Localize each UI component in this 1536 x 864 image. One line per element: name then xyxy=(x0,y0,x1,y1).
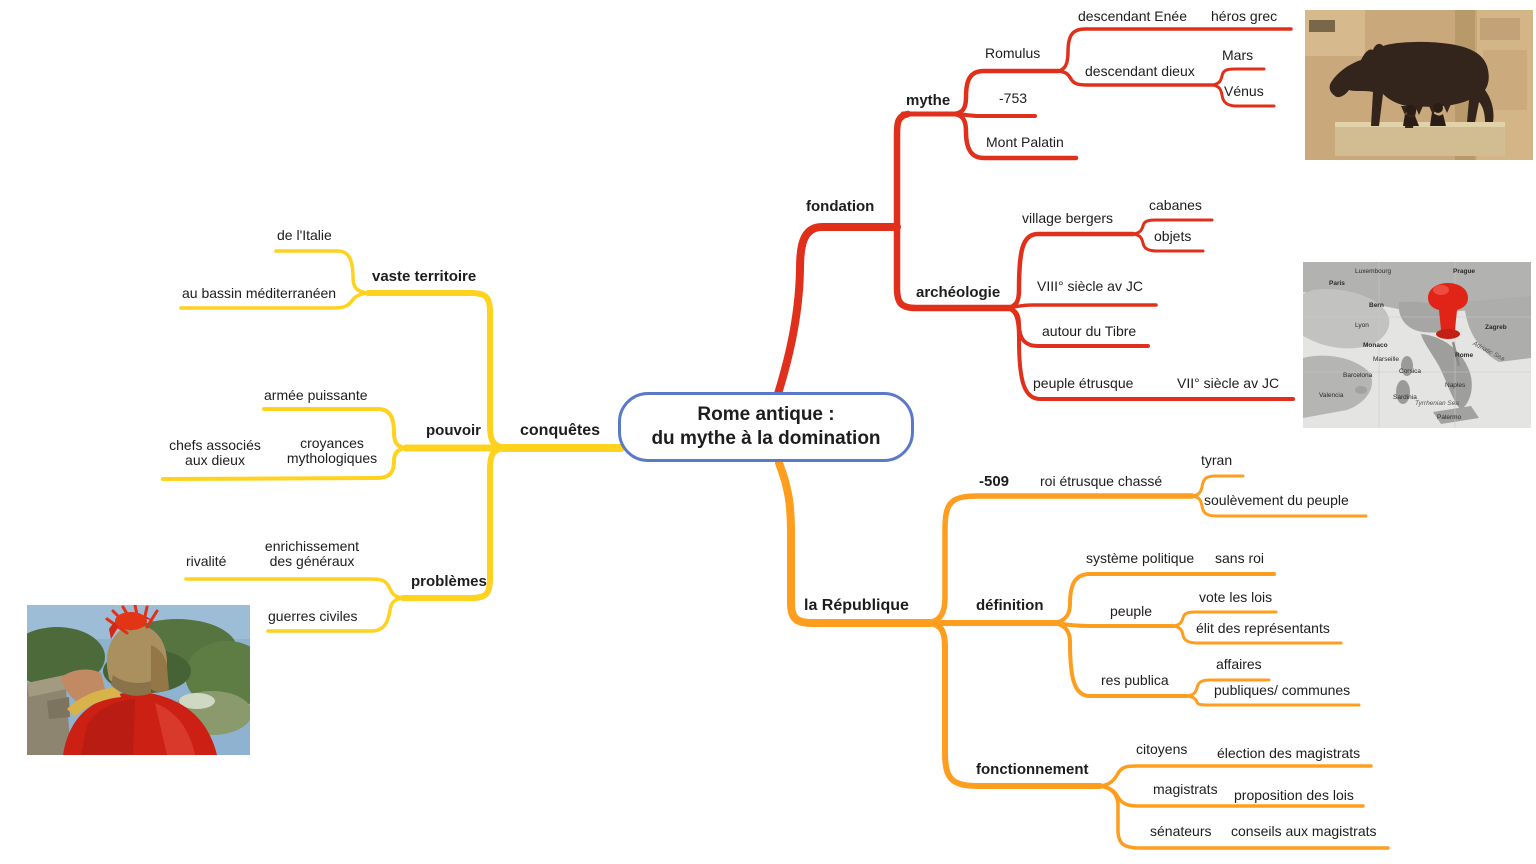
node-cabanes[interactable]: cabanes xyxy=(1149,197,1202,213)
node-soulevement[interactable]: soulèvement du peuple xyxy=(1204,492,1349,508)
map-label: Marseille xyxy=(1373,356,1400,363)
central-topic[interactable]: Rome antique : du mythe à la domination xyxy=(618,392,914,462)
node-objets[interactable]: objets xyxy=(1154,228,1192,244)
map-label: Bern xyxy=(1369,302,1384,309)
node-proposition-lois[interactable]: proposition des lois xyxy=(1234,787,1354,803)
node-roi-chasse[interactable]: roi étrusque chassé xyxy=(1040,473,1163,489)
map-label: Rome xyxy=(1455,352,1474,359)
node-senateurs[interactable]: sénateurs xyxy=(1150,823,1212,839)
node-citoyens[interactable]: citoyens xyxy=(1136,741,1188,757)
node-conquetes[interactable]: conquêtes xyxy=(520,422,601,439)
roman-soldier-photo[interactable] xyxy=(27,605,250,755)
node-vaste-territoire[interactable]: vaste territoire xyxy=(372,268,477,285)
node-res-publica[interactable]: res publica xyxy=(1101,672,1169,688)
node-affaires[interactable]: affaires xyxy=(1216,656,1262,672)
map-label: Monaco xyxy=(1363,342,1388,349)
map-label: Corsica xyxy=(1399,368,1422,375)
node-systeme-politique[interactable]: système politique xyxy=(1086,550,1195,566)
node-peuple[interactable]: peuple xyxy=(1110,603,1153,619)
node-rivalite[interactable]: rivalité xyxy=(186,553,227,569)
node-village-bergers[interactable]: village bergers xyxy=(1022,210,1114,226)
node-armee-puissante[interactable]: armée puissante xyxy=(264,387,368,403)
node-magistrats[interactable]: magistrats xyxy=(1153,781,1218,797)
map-label: Palermo xyxy=(1437,414,1462,421)
map-label: Naples xyxy=(1445,382,1466,389)
node-753[interactable]: -753 xyxy=(999,90,1028,106)
node-elit-representants[interactable]: élit des représentants xyxy=(1196,620,1330,636)
node-509[interactable]: -509 xyxy=(979,473,1010,490)
node-vii-siecle[interactable]: VII° siècle av JC xyxy=(1177,375,1280,391)
node-croyances[interactable]: croyances mythologiques xyxy=(286,435,378,466)
node-peuple-etrusque[interactable]: peuple étrusque xyxy=(1033,375,1134,391)
node-descendant-dieux[interactable]: descendant dieux xyxy=(1085,63,1195,79)
map-label: Zagreb xyxy=(1485,324,1507,331)
rome-map-photo[interactable]: Paris Luxembourg Prague Bern Lyon Monaco… xyxy=(1303,262,1531,428)
node-tyran[interactable]: tyran xyxy=(1201,452,1233,468)
map-label: Lyon xyxy=(1355,322,1369,329)
node-problemes[interactable]: problèmes xyxy=(411,573,487,590)
wolf-silhouette xyxy=(1329,41,1494,129)
node-bassin-mediterraneen[interactable]: au bassin méditerranéen xyxy=(182,285,337,301)
node-de-italie[interactable]: de l'Italie xyxy=(277,227,332,243)
map-label: Prague xyxy=(1453,268,1476,275)
map-label: Paris xyxy=(1329,280,1345,287)
node-heros-grec[interactable]: héros grec xyxy=(1211,8,1278,24)
node-sans-roi[interactable]: sans roi xyxy=(1215,550,1265,566)
node-definition[interactable]: définition xyxy=(976,597,1044,614)
node-descendant-enee[interactable]: descendant Enée xyxy=(1078,8,1187,24)
twins-silhouette xyxy=(1403,103,1446,126)
node-venus[interactable]: Vénus xyxy=(1224,83,1264,99)
node-mythe[interactable]: mythe xyxy=(906,92,951,109)
capitoline-wolf-photo[interactable] xyxy=(1305,10,1533,160)
map-label: Sardinia xyxy=(1393,394,1417,401)
map-label: Valencia xyxy=(1319,392,1344,399)
map-illustration xyxy=(1303,262,1531,428)
node-election-magistrats[interactable]: élection des magistrats xyxy=(1217,745,1361,761)
node-viii-siecle[interactable]: VIII° siècle av JC xyxy=(1037,278,1143,294)
pin-needle xyxy=(1451,341,1461,367)
map-label: Barcelona xyxy=(1343,372,1373,379)
node-autour-tibre[interactable]: autour du Tibre xyxy=(1042,323,1137,339)
capitoline-wolf-illustration xyxy=(1305,10,1533,160)
node-archeologie[interactable]: archéologie xyxy=(916,284,1001,301)
node-la-republique[interactable]: la République xyxy=(804,597,909,614)
soldier-illustration xyxy=(27,605,250,755)
node-romulus[interactable]: Romulus xyxy=(985,45,1041,61)
node-guerres-civiles[interactable]: guerres civiles xyxy=(268,608,358,624)
node-fonctionnement[interactable]: fonctionnement xyxy=(976,761,1089,778)
map-label-sea: Tyrrhenian Sea xyxy=(1415,400,1459,407)
node-conseils-magistrats[interactable]: conseils aux magistrats xyxy=(1231,823,1377,839)
node-chefs-associes[interactable]: chefs associés aux dieux xyxy=(169,437,261,468)
node-publiques-communes[interactable]: publiques/ communes xyxy=(1214,682,1351,698)
node-mont-palatin[interactable]: Mont Palatin xyxy=(986,134,1064,150)
red-pushpin xyxy=(1428,283,1468,339)
node-fondation[interactable]: fondation xyxy=(806,198,875,215)
node-enrichissement[interactable]: enrichissement des généraux xyxy=(264,538,360,569)
node-vote-lois[interactable]: vote les lois xyxy=(1199,589,1273,605)
node-mars[interactable]: Mars xyxy=(1222,47,1254,63)
map-label: Luxembourg xyxy=(1355,268,1392,275)
node-pouvoir[interactable]: pouvoir xyxy=(426,422,481,439)
